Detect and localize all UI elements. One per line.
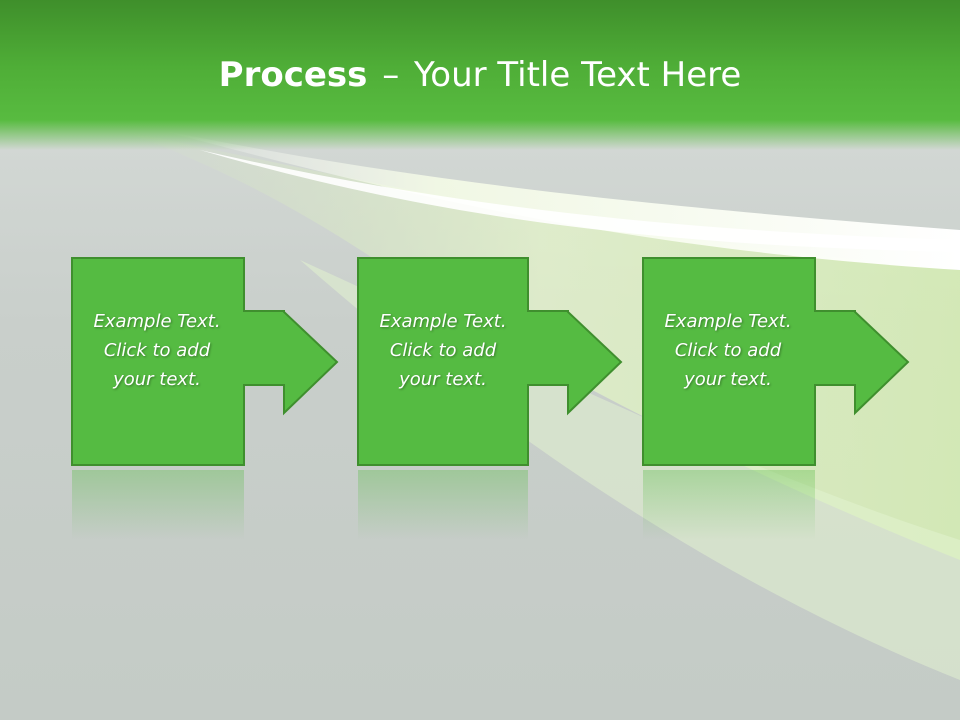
- step-3-text[interactable]: Example Text. Click to add your text.: [642, 307, 814, 394]
- step-1-line-2: Click to add: [103, 340, 211, 361]
- step-3-shape: [642, 257, 910, 540]
- step-2-line-3: your text.: [399, 369, 487, 390]
- header-band: [0, 0, 960, 150]
- step-2-shape: [357, 257, 623, 540]
- step-1-line-3: your text.: [113, 369, 201, 390]
- title-rest: Your Title Text Here: [414, 55, 742, 95]
- process-step-2[interactable]: Example Text. Click to add your text.: [357, 257, 629, 547]
- step-2-line-1: Example Text.: [379, 311, 507, 332]
- title-dash: –: [382, 55, 400, 95]
- process-step-1[interactable]: Example Text. Click to add your text.: [71, 257, 343, 547]
- step-1-line-1: Example Text.: [93, 311, 221, 332]
- step-1-shape: [71, 257, 339, 540]
- step-2-text[interactable]: Example Text. Click to add your text.: [357, 307, 529, 394]
- step-3-line-3: your text.: [684, 369, 772, 390]
- slide-title[interactable]: Process – Your Title Text Here: [0, 50, 960, 100]
- process-step-3[interactable]: Example Text. Click to add your text.: [642, 257, 914, 547]
- title-bold: Process: [218, 55, 368, 95]
- step-3-line-1: Example Text.: [664, 311, 792, 332]
- step-1-text[interactable]: Example Text. Click to add your text.: [71, 307, 243, 394]
- step-2-line-2: Click to add: [389, 340, 497, 361]
- step-3-line-2: Click to add: [674, 340, 782, 361]
